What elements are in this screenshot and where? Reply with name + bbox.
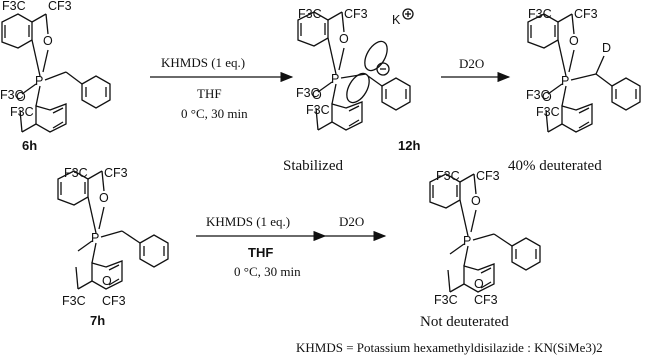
compound-7h: P O O F3C CF3 F3C CF3 [57, 166, 169, 308]
cf3-group: CF3 [102, 294, 126, 308]
cf3-group: F3C [528, 7, 552, 21]
arrow-condition: 0 °C, 30 min [234, 264, 301, 279]
arrow-condition: KHMDS (1 eq.) [161, 55, 245, 70]
cf3-group: CF3 [48, 0, 72, 13]
compound-label-12h: 12h [398, 138, 420, 153]
atom-o: O [43, 34, 53, 48]
arrow-condition: D2O [459, 56, 484, 71]
cf3-group: CF3 [344, 7, 368, 21]
cf3-group: F3C [306, 103, 330, 117]
atom-o: O [542, 90, 552, 104]
cf3-group: F3C [296, 86, 320, 100]
compound-12h: P O O F3C CF3 F3C F3C K [296, 7, 414, 131]
compound-label-6h: 6h [22, 138, 37, 153]
cf3-group: CF3 [476, 169, 500, 183]
cf3-group: F3C [526, 88, 550, 102]
arrow-condition: KHMDS (1 eq.) [206, 214, 290, 229]
atom-p: P [331, 72, 339, 86]
caption-not-deuterated: Not deuterated [420, 314, 509, 330]
atom-p: P [35, 74, 43, 88]
arrow-condition: D2O [339, 214, 364, 229]
product-deuterated: D P O O F3C CF3 F3C F3C [526, 7, 641, 133]
compound-6h: P O O F3C CF3 F3C F3C [0, 0, 111, 133]
cf3-group: F3C [536, 105, 560, 119]
arrow-condition: THF [197, 86, 222, 101]
atom-o: O [471, 194, 481, 208]
compound-label-7h: 7h [90, 313, 105, 328]
atom-o: O [99, 191, 109, 205]
product-not-deuterated: P O O F3C CF3 F3C CF3 [429, 169, 541, 307]
arrow-condition: 0 °C, 30 min [181, 106, 248, 121]
cf3-group: F3C [436, 169, 460, 183]
cf3-group: F3C [434, 293, 458, 307]
cf3-group: F3C [0, 88, 24, 102]
atom-o: O [312, 88, 322, 102]
potassium-cation: K [392, 13, 401, 27]
atom-p: P [91, 231, 99, 245]
atom-d: D [602, 41, 611, 55]
cf3-group: F3C [62, 294, 86, 308]
cf3-group: CF3 [574, 7, 598, 21]
cf3-group: F3C [2, 0, 26, 13]
cf3-group: CF3 [474, 293, 498, 307]
cf3-group: F3C [10, 105, 34, 119]
cf3-group: CF3 [104, 166, 128, 180]
atom-o: O [339, 32, 349, 46]
arrow-condition: THF [248, 245, 273, 260]
caption-stabilized: Stabilized [283, 158, 343, 174]
atom-p: P [463, 234, 471, 248]
atom-o: O [102, 274, 112, 288]
cf3-group: F3C [64, 166, 88, 180]
atom-o: O [569, 34, 579, 48]
atom-o: O [16, 90, 26, 104]
caption-40-percent-deuterated: 40% deuterated [508, 158, 602, 174]
atom-p: P [561, 74, 569, 88]
atom-o: O [474, 277, 484, 291]
cf3-group: F3C [298, 7, 322, 21]
footnote-khmds-definition: KHMDS = Potassium hexamethyldisilazide :… [296, 340, 603, 355]
